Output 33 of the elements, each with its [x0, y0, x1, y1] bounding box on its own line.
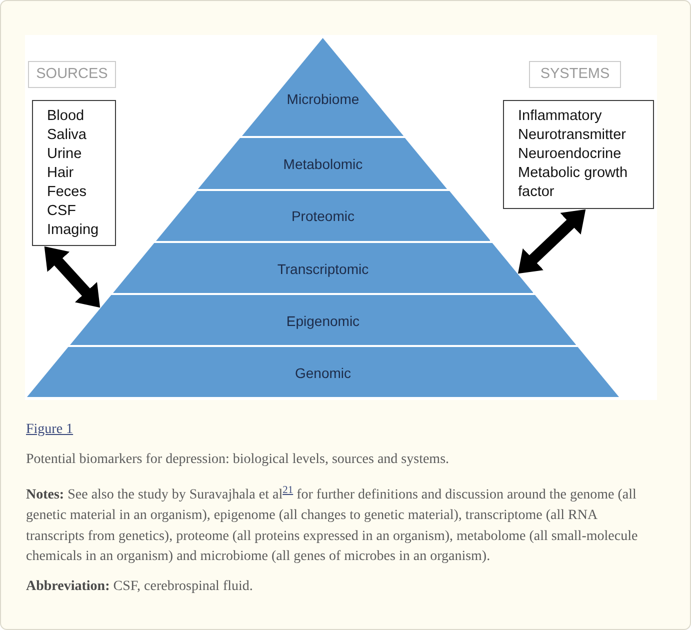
list-item: Imaging: [47, 221, 99, 240]
heading-tag: SOURCES: [28, 61, 116, 88]
layer-label: Proteomic: [291, 208, 354, 224]
notes-paragraph: Notes: See also the study by Suravajhala et al$^{21}$ for further definitions and discussion around the genome (all genetic material in an organism), epigenome (all changes to genetic material), transcriptome (all RNA transcripts from genetics), proteome (all proteins expressed in an organism), metabolome (all small-molecule chemicals in an organism) and microbiome (all genes of microbes in an organism).: [26, 484, 639, 566]
list-item: Blood: [47, 107, 84, 126]
list-item: Neurotransmitter: [518, 126, 626, 145]
list-item: CSF: [47, 202, 76, 221]
layer-label: Metabolomic: [283, 156, 363, 172]
list-panel: [32, 100, 116, 246]
pyramid-layer: [70, 295, 576, 345]
double-arrow: [518, 209, 586, 274]
layer-label: Microbiome: [286, 90, 360, 108]
layer-label: Genomic: [294, 364, 352, 382]
list-panel: [503, 100, 654, 209]
pyramid-layer: [156, 191, 490, 241]
list-item: Hair: [47, 164, 74, 183]
caption-text: Potential biomarkers for depression: biological levels, sources and systems.: [26, 452, 450, 468]
pyramid-layer: [27, 347, 619, 397]
pyramid-layer: [242, 38, 404, 136]
double-arrow: [44, 246, 100, 308]
layer-label: Transcriptomic: [277, 260, 369, 278]
abbreviation-note: Abbreviation: CSF, cerebrospinal fluid.: [26, 578, 254, 596]
reference-link: 21: [282, 485, 294, 496]
heading-tag: SYSTEMS: [529, 61, 621, 88]
pyramid-layer: [198, 138, 448, 189]
list-item: Neuroendocrine: [518, 145, 622, 164]
list-item: Urine: [47, 145, 82, 164]
list-item: Inflammatory: [518, 107, 602, 126]
list-item: Saliva: [47, 126, 86, 145]
list-item: Feces: [47, 183, 86, 202]
layer-label: Epigenomic: [286, 312, 360, 330]
list-item: Metabolic growth factor: [518, 164, 629, 202]
figure-link: Figure 1: [26, 422, 74, 438]
